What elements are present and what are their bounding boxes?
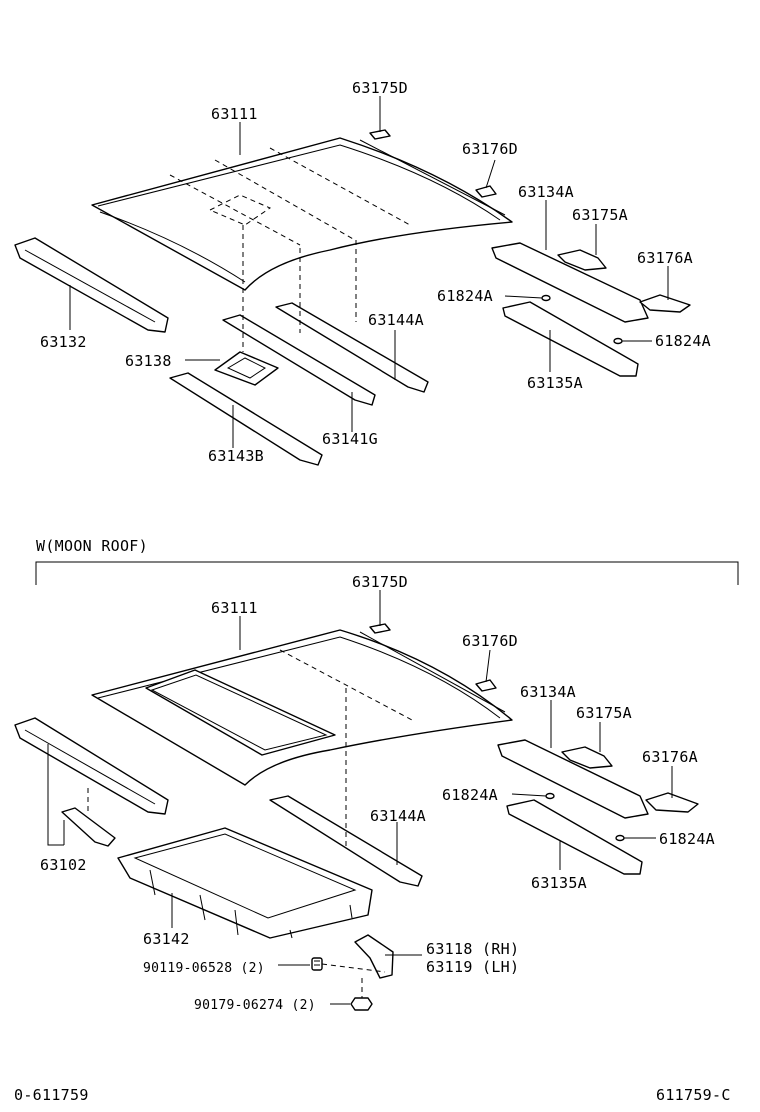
label-bracket-lh: 63119 (LH) (426, 958, 519, 976)
label-roof-panel-upper: 63111 (211, 105, 258, 123)
label-cap-d-upper: 63175D (352, 79, 408, 97)
bow-141-upper (222, 314, 376, 406)
label-clip-right-upper: 61824A (655, 332, 711, 350)
label-clip-left-upper: 61824A (437, 287, 493, 305)
nut-lower (350, 997, 373, 1011)
upper-diagram (14, 96, 691, 466)
label-bow-144-lower: 63144A (370, 807, 426, 825)
rear-reinf-lower (506, 799, 643, 875)
bracket-d-lower (475, 679, 497, 692)
label-clip-left-lower: 61824A (442, 786, 498, 804)
label-bracket-a-upper: 63176A (637, 249, 693, 267)
bolt-lower (311, 957, 323, 971)
label-bracket-d-upper: 63176D (462, 140, 518, 158)
label-rear-rail-lower: 63134A (520, 683, 576, 701)
section-bracket (35, 561, 739, 585)
clip-right-lower (615, 834, 625, 842)
rear-rail-lower (497, 739, 649, 819)
label-cap-d-lower: 63175D (352, 573, 408, 591)
label-bolt: 90119-06528 (2) (143, 961, 265, 976)
side-bracket-lower (354, 934, 394, 979)
label-rear-reinf-upper: 63135A (527, 374, 583, 392)
front-bracket-lower (61, 807, 116, 847)
clip-left-upper (541, 294, 551, 302)
label-bow-141-upper: 63141G (322, 430, 378, 448)
bracket-a-lower (645, 792, 699, 813)
label-bow-144-upper: 63144A (368, 311, 424, 329)
bow-144-upper (275, 302, 429, 393)
clip-right-upper (613, 337, 623, 345)
bracket-a-upper (639, 294, 691, 313)
label-nut: 90179-06274 (2) (194, 998, 316, 1013)
rear-rail-upper (491, 242, 649, 323)
front-rail-lower (14, 717, 169, 815)
bow-143-upper (169, 372, 323, 466)
label-cap-a-upper: 63175A (572, 206, 628, 224)
lower-diagram (14, 590, 699, 1011)
footer-right-code: 611759-C (656, 1086, 731, 1104)
rear-reinf-upper (502, 301, 639, 377)
section-title: W(MOON ROOF) (36, 537, 148, 555)
front-rail-upper (14, 237, 169, 333)
label-center-plate-upper: 63138 (125, 352, 172, 370)
label-cap-a-lower: 63175A (576, 704, 632, 722)
label-bow-143-upper: 63143B (208, 447, 264, 465)
roof-panel-upper (91, 137, 513, 291)
sunroof-frame-lower (117, 827, 373, 939)
footer-left-code: 0-611759 (14, 1086, 89, 1104)
clip-left-lower (545, 792, 555, 800)
cap-a-lower (561, 746, 613, 769)
label-front-rail-upper: 63132 (40, 333, 87, 351)
label-rear-rail-upper: 63134A (518, 183, 574, 201)
label-roof-panel-lower: 63111 (211, 599, 258, 617)
label-front-rail-lower: 63102 (40, 856, 87, 874)
label-frame-lower: 63142 (143, 930, 190, 948)
roof-panel-lower (91, 629, 513, 786)
label-bracket-d-lower: 63176D (462, 632, 518, 650)
center-plate-upper (214, 351, 279, 386)
cap-a-upper (557, 249, 607, 271)
bracket-d-upper (475, 185, 497, 198)
label-bracket-a-lower: 63176A (642, 748, 698, 766)
label-clip-right-lower: 61824A (659, 830, 715, 848)
label-rear-reinf-lower: 63135A (531, 874, 587, 892)
label-bracket-rh: 63118 (RH) (426, 940, 519, 958)
